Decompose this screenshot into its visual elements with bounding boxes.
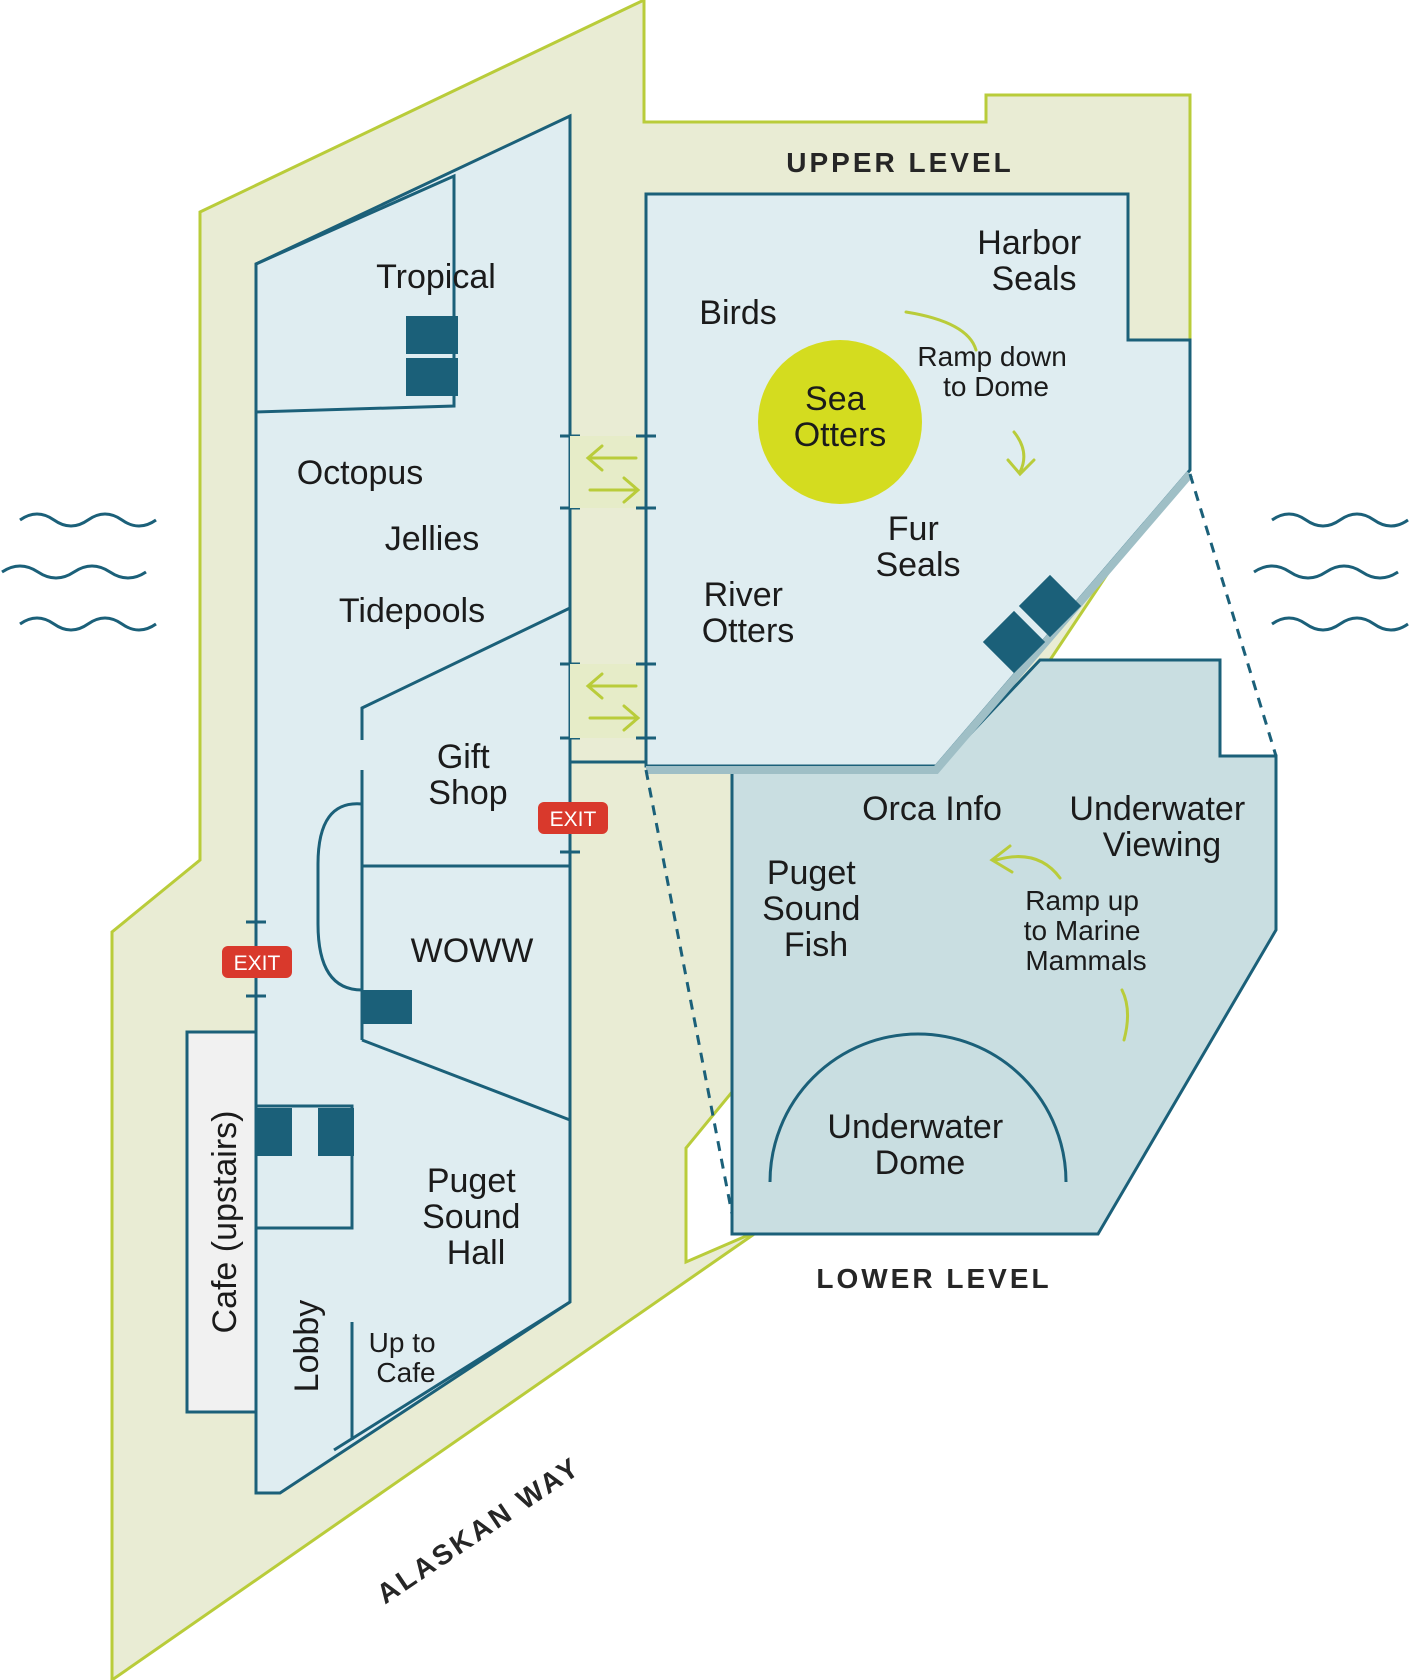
wave-icon-right — [1253, 512, 1409, 632]
label-birds[interactable]: Birds — [699, 294, 776, 332]
wall-tidepools — [360, 606, 571, 740]
svg-text:EXIT: EXIT — [234, 952, 281, 975]
label-sea-otters[interactable]: Sea Otters — [794, 380, 887, 454]
elevator-icon — [362, 990, 412, 1024]
exit-sign-right[interactable]: EXIT — [538, 802, 608, 834]
label-river-otters[interactable]: River Otters — [702, 576, 795, 650]
label-underwater-viewing[interactable]: Underwater Viewing — [1069, 790, 1254, 864]
label-up-to-cafe: Up to Cafe — [369, 1327, 444, 1388]
corridor-lower[interactable] — [570, 664, 646, 738]
label-orca-info[interactable]: Orca Info — [862, 790, 1002, 828]
direction-arrows-icon — [585, 310, 1129, 1042]
level-projection-lines — [644, 473, 1278, 1215]
corridor-upper[interactable] — [570, 436, 646, 508]
wave-icon-left — [1, 512, 157, 632]
lower-level-heading: LOWER LEVEL — [816, 1263, 1051, 1294]
label-underwater-dome[interactable]: Underwater Dome — [827, 1108, 1012, 1182]
label-puget-sound-hall[interactable]: Puget Sound Hall — [422, 1162, 530, 1272]
tropical-room — [254, 173, 456, 414]
label-ramp-up: Ramp up to Marine Mammals — [1024, 885, 1149, 976]
label-octopus[interactable]: Octopus — [297, 454, 424, 492]
label-cafe[interactable]: Cafe (upstairs) — [206, 1111, 244, 1334]
label-tropical[interactable]: Tropical — [376, 258, 496, 296]
label-tidepools[interactable]: Tidepools — [339, 592, 485, 630]
cafe-area — [185, 1030, 258, 1414]
label-ramp-down: Ramp down to Dome — [917, 341, 1074, 402]
sea-otters-pool[interactable] — [758, 340, 922, 504]
label-harbor-seals[interactable]: Harbor Seals — [977, 224, 1090, 298]
exit-sign-left[interactable]: EXIT — [222, 946, 292, 978]
restroom-icon — [256, 316, 1082, 1156]
label-woww[interactable]: WOWW — [411, 932, 534, 970]
underwater-dome-arch — [768, 1032, 1068, 1183]
label-puget-sound-fish[interactable]: Puget Sound Fish — [762, 854, 870, 964]
label-fur-seals[interactable]: Fur Seals — [875, 510, 960, 584]
svg-text:EXIT: EXIT — [550, 808, 597, 831]
label-gift-shop[interactable]: Gift Shop — [428, 738, 507, 812]
label-lobby[interactable]: Lobby — [288, 1300, 326, 1393]
upper-level-heading: UPPER LEVEL — [786, 147, 1013, 178]
label-jellies[interactable]: Jellies — [385, 520, 479, 558]
